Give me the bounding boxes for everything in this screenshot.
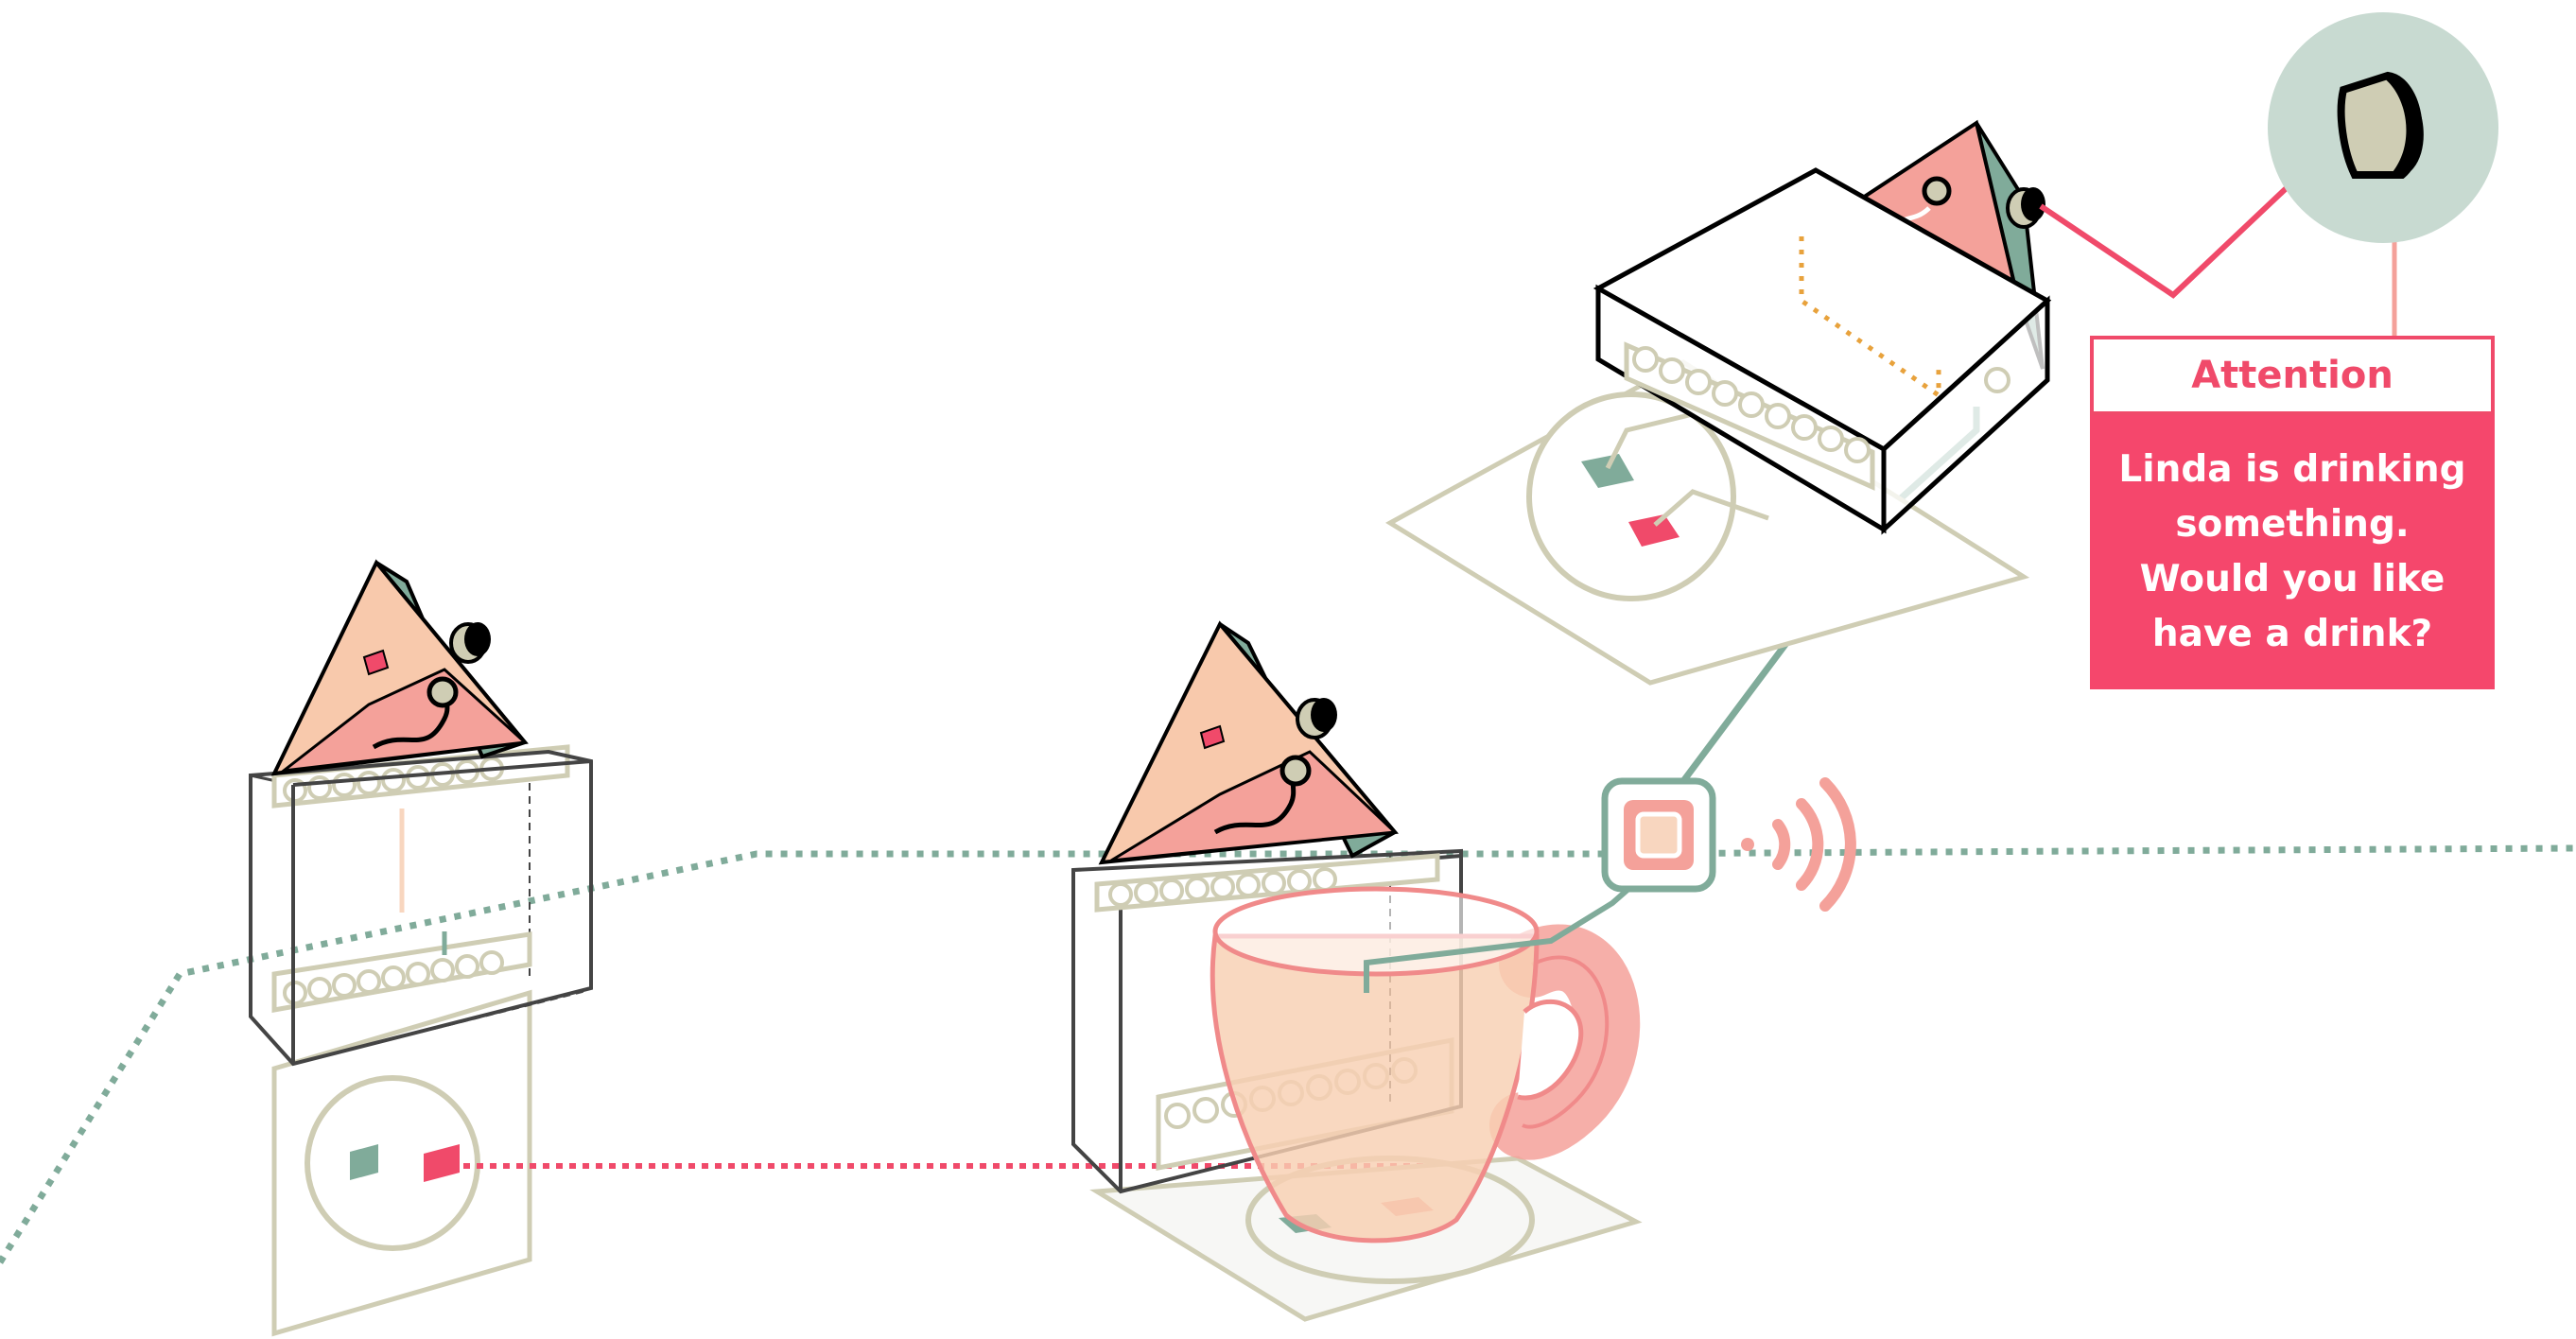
device-hub-icon [1605,781,1713,889]
middle-sensor-device [1073,624,1650,1319]
attention-notification: Attention Linda is drinking something. W… [2090,336,2495,689]
top-camera-icon [2008,187,2045,227]
wifi-signal-icon [1741,783,1851,906]
left-camera-icon [451,622,491,662]
notification-message: Linda is drinking something. Would you l… [2090,415,2495,689]
top-display-device [1390,123,2047,683]
left-sensor-eye [429,679,456,705]
middle-camera-icon [1297,698,1337,738]
left-sensor-device [251,563,591,1333]
top-sensor-eye [1924,179,1949,203]
middle-sensor-eye [1282,757,1309,784]
alert-camera-icon [2341,76,2424,175]
notification-title: Attention [2090,336,2495,415]
alert-link [2041,182,2293,295]
